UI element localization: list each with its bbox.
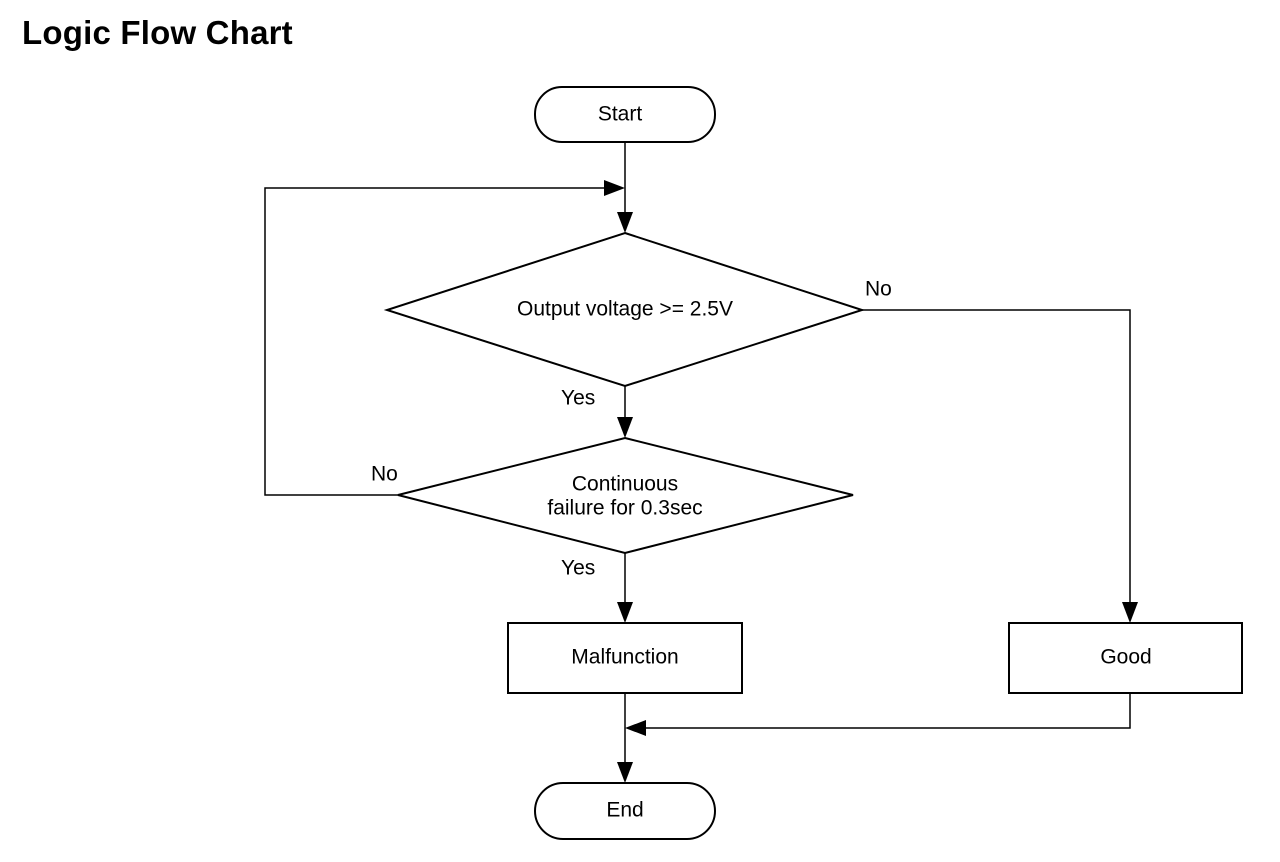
arrowhead-good-merge [625, 720, 646, 736]
connectors [264, 142, 1138, 783]
decision-continuous-label-line2: failure for 0.3sec [547, 497, 702, 520]
decision-continuous-failure: Continuous failure for 0.3sec [397, 436, 854, 555]
edge-label-continuous-no: No [371, 463, 398, 486]
edge-label-voltage-yes: Yes [561, 387, 595, 410]
start-label: Start [598, 103, 643, 126]
decision-output-voltage: Output voltage >= 2.5V [383, 231, 866, 388]
process-malfunction: Malfunction [507, 622, 743, 694]
page-title: Logic Flow Chart [22, 14, 293, 51]
arrowhead-into-malfunction [617, 602, 633, 623]
malfunction-label: Malfunction [571, 646, 678, 669]
arrowhead-into-decision-continuous [617, 417, 633, 438]
good-label: Good [1100, 646, 1151, 669]
process-good: Good [1008, 622, 1243, 694]
start-terminator: Start [534, 86, 716, 143]
connector-good-to-end [644, 693, 1131, 729]
decision-output-voltage-label: Output voltage >= 2.5V [517, 298, 733, 321]
arrowhead-loop-back [604, 180, 625, 196]
edge-label-voltage-no: No [865, 278, 892, 301]
end-terminator: End [534, 782, 716, 840]
connector-loop-back [264, 187, 606, 496]
arrowhead-into-end [617, 762, 633, 783]
connector-voltage-no [862, 309, 1131, 605]
edge-label-continuous-yes: Yes [561, 557, 595, 580]
end-label: End [606, 799, 643, 822]
decision-continuous-label-line1: Continuous [572, 473, 678, 496]
arrowhead-into-decision-voltage [617, 212, 633, 233]
arrowhead-into-good [1122, 602, 1138, 623]
